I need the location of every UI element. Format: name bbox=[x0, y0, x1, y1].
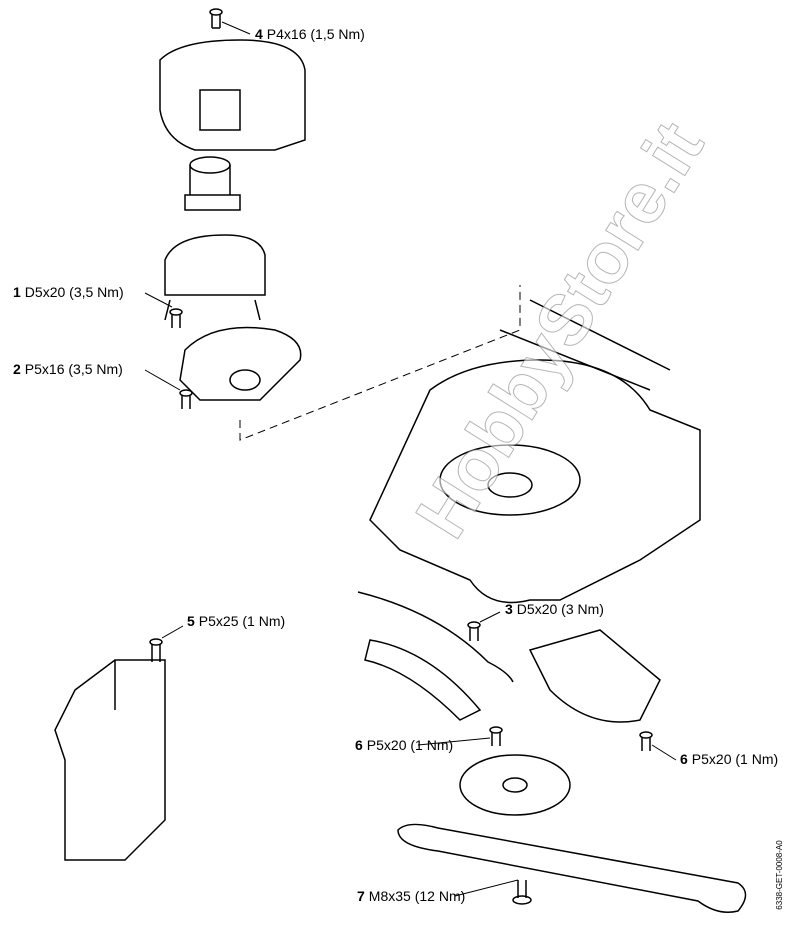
leader-lines bbox=[144, 21, 677, 897]
base-plate bbox=[179, 326, 302, 401]
blade bbox=[397, 823, 747, 913]
mower-deck bbox=[369, 299, 701, 604]
drawing-code: 6338-GET-0008-A0 bbox=[775, 840, 784, 910]
screw-icon bbox=[149, 8, 653, 905]
motor bbox=[184, 156, 241, 211]
fan bbox=[459, 754, 571, 816]
side-cover bbox=[528, 629, 661, 723]
assembly-line bbox=[239, 285, 521, 441]
motor-housing bbox=[164, 234, 266, 321]
motor-cover bbox=[159, 39, 306, 151]
arc-guide bbox=[364, 639, 482, 721]
cable bbox=[357, 591, 514, 683]
collector-housing bbox=[54, 659, 166, 861]
